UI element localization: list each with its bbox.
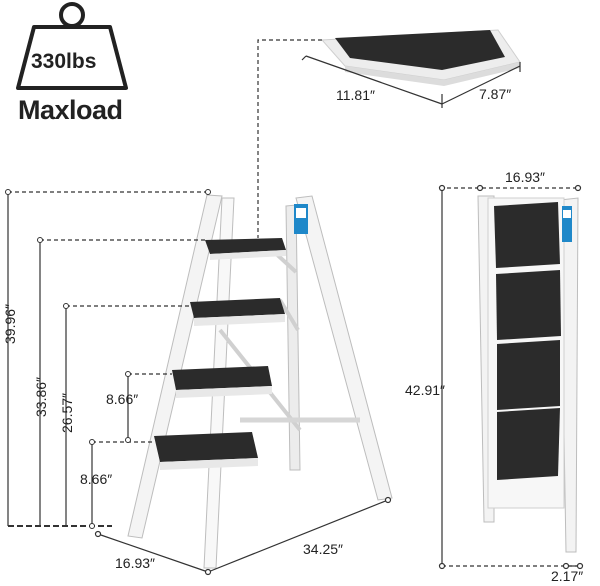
folded-height-label: 42.91″	[405, 382, 445, 398]
maxload-label: Maxload	[18, 95, 123, 125]
folded-width-label: 16.93″	[505, 169, 545, 185]
weight-icon	[16, 2, 128, 90]
ladder-height-dimensions	[7, 191, 208, 527]
weight-capacity-value: 330lbs	[31, 50, 97, 73]
folded-dimensions	[438, 184, 584, 570]
upper-step-gap-label: 8.66″	[106, 391, 139, 407]
folded-thickness-label: 2.17″	[551, 568, 584, 584]
lower-step-gap-label: 8.66″	[80, 471, 113, 487]
step-top-illustration	[320, 29, 521, 86]
ladder-base-dimensions	[94, 496, 392, 576]
folded-ladder-illustration	[477, 195, 579, 553]
step-width-label: 11.81″	[336, 87, 375, 103]
open-ladder-illustration	[127, 194, 393, 569]
base-width-label: 16.93″	[115, 555, 155, 571]
step-leader-line	[257, 39, 322, 238]
step3-height-label: 33.86″	[33, 377, 49, 417]
total-height-label: 39.96″	[2, 304, 18, 344]
base-depth-label: 34.25″	[303, 541, 343, 557]
step-depth-label: 7.87″	[479, 86, 512, 102]
dimension-endpoints	[5, 189, 211, 529]
step-dimension-lines	[301, 55, 521, 108]
step2-height-label: 26.57″	[59, 393, 75, 433]
